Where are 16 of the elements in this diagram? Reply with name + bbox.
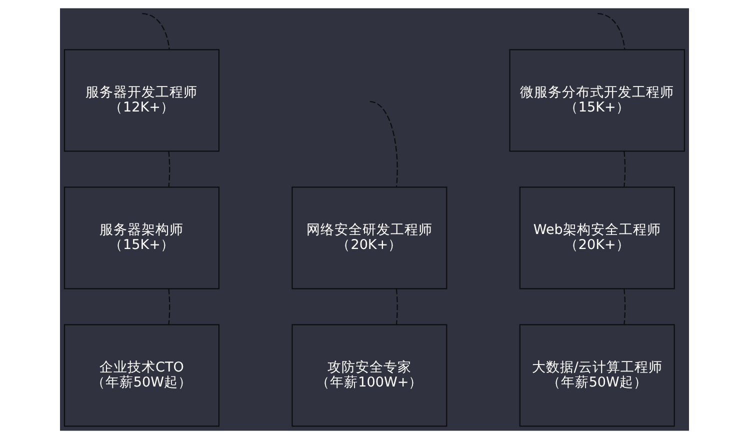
node-box: Web架构安全工程师 （20K+） (519, 186, 675, 290)
node-box: 大数据/云计算工程师 （年薪50W起） (519, 324, 675, 427)
connector (624, 151, 626, 187)
node-box: 微服务分布式开发工程师 （15K+） (509, 49, 686, 152)
connector (142, 13, 170, 50)
connector (168, 151, 170, 187)
node-box: 攻防安全专家 （年薪100W+） (292, 324, 448, 427)
connector (168, 288, 170, 324)
node-box: 企业技术CTO （年薪50W起） (64, 324, 220, 427)
connector (396, 288, 398, 324)
node-box: 服务器架构师 （15K+） (64, 186, 220, 290)
connector (598, 13, 626, 50)
node-box: 服务器开发工程师 （12K+） (64, 49, 220, 152)
node-box: 网络安全研发工程师 （20K+） (292, 186, 448, 290)
connector (624, 288, 626, 324)
connector (370, 101, 398, 188)
